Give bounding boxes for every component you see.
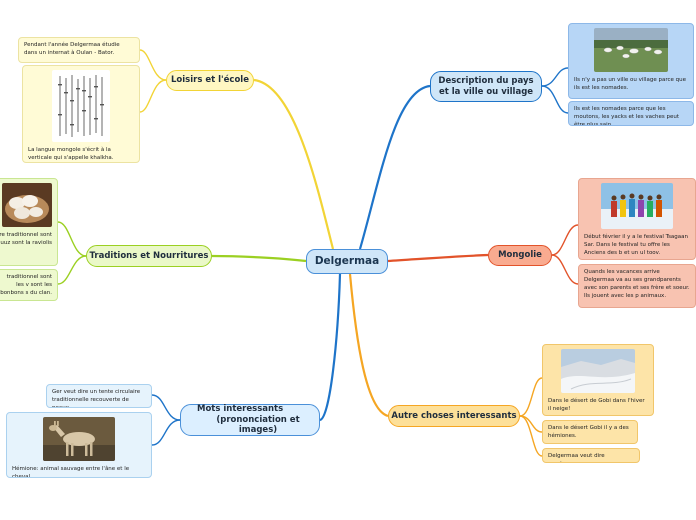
note-autre-gracieuse-text: Delgermaa veut dire gracieuse.: [548, 453, 605, 462]
connector-root-traditions: [211, 254, 307, 263]
connector-root-autre: [348, 273, 389, 418]
topic-traditions[interactable]: Traditions et Nourritures: [86, 245, 212, 267]
steppe-gers-image: [594, 28, 668, 72]
note-loisirs-internat-text: Pendant l'année Delgermaa étudie dans un…: [24, 42, 120, 56]
connector-mongolie-note1: [551, 224, 579, 256]
connector-autre-note1: [519, 377, 543, 417]
note-mongolie-tsagaan-sar-text: Début février il y a le festival Tsagaan…: [584, 234, 689, 256]
note-mots-hemione[interactable]: Hémione: animal sauvage entre l'âne et l…: [6, 412, 152, 478]
note-loisirs-khalkha-text: La langue mongole s'écrit à la verticale…: [28, 147, 114, 161]
topic-mongolie[interactable]: Mongolie: [488, 245, 552, 266]
connector-root-loisirs: [253, 78, 335, 250]
root-topic[interactable]: Delgermaa: [306, 249, 388, 274]
connector-mongolie-note2: [551, 254, 579, 285]
topic-mongolie-label: Mongolie: [498, 250, 542, 261]
festival-group-image: [601, 183, 673, 229]
topic-loisirs[interactable]: Loisirs et l'école: [166, 70, 254, 91]
note-autre-hemiones-text: Dans le désert Gobi il y a des hémiones.: [548, 425, 629, 439]
note-mots-hemione-text: Hémione: animal sauvage entre l'âne et l…: [12, 466, 130, 478]
note-description-nomades-text: Ils n'y a pas un ville ou village parce …: [574, 77, 687, 91]
connector-traditions-note2: [57, 255, 87, 285]
root-topic-label: Delgermaa: [314, 254, 380, 267]
note-traditions-clan[interactable]: traditionnel sont les v sont les bonbons…: [0, 269, 58, 301]
connector-root-description: [358, 84, 431, 250]
topic-mots-label-line1: Mots interessants: [197, 404, 284, 415]
connector-autre-note2: [519, 415, 543, 433]
note-autre-neige-text: Dans le désert de Gobi dans l'hiver il n…: [548, 398, 645, 412]
note-mongolie-vacances-text: Quands les vacances arrive Delgermaa va …: [584, 269, 690, 299]
note-mots-ger[interactable]: Ger veut dire un tente circulaire tradit…: [46, 384, 152, 408]
note-autre-gracieuse[interactable]: Delgermaa veut dire gracieuse.: [542, 448, 640, 463]
hemione-image: [43, 417, 115, 461]
topic-autre-label: Autre choses interessants: [391, 410, 517, 421]
note-traditions-food-text: re traditionnel sont uuz sont la ravioli…: [0, 232, 52, 246]
connector-traditions-note1: [57, 221, 87, 257]
connector-description-note1: [541, 67, 569, 87]
note-loisirs-khalkha[interactable]: La langue mongole s'écrit à la verticale…: [22, 65, 140, 163]
topic-description-label-line1: Description du pays: [438, 75, 534, 86]
connector-mots-note2: [151, 419, 181, 446]
note-description-nomades[interactable]: Ils n'y a pas un ville ou village parce …: [568, 23, 694, 99]
note-autre-hemiones[interactable]: Dans le désert Gobi il y a des hémiones.: [542, 420, 638, 444]
connector-mots-note1: [151, 394, 181, 421]
note-autre-neige[interactable]: Dans le désert de Gobi dans l'hiver il n…: [542, 344, 654, 416]
connector-description-note2: [541, 85, 569, 114]
connector-root-mots: [319, 273, 342, 422]
mongolian-script-image: [52, 70, 110, 142]
connector-autre-note3: [519, 415, 543, 457]
note-traditions-food[interactable]: re traditionnel sont uuz sont la ravioli…: [0, 178, 58, 266]
topic-description[interactable]: Description du pays et la ville ou villa…: [430, 71, 542, 102]
note-description-animaux[interactable]: Ils est les nomades parce que les mouton…: [568, 101, 694, 126]
topic-autre[interactable]: Autre choses interessants: [388, 405, 520, 427]
note-traditions-clan-text: traditionnel sont les v sont les bonbons…: [0, 274, 52, 296]
topic-traditions-label: Traditions et Nourritures: [89, 250, 209, 261]
topic-mots-label-line2: (prononciation et images): [216, 414, 300, 436]
note-description-animaux-text: Ils est les nomades parce que les mouton…: [574, 106, 680, 126]
connector-root-mongolie: [387, 253, 489, 263]
topic-description-label-line2: et la ville ou village: [438, 86, 534, 97]
gobi-snow-image: [561, 349, 635, 393]
note-mots-ger-text: Ger veut dire un tente circulaire tradit…: [52, 389, 141, 408]
connector-loisirs-note1: [139, 49, 167, 81]
note-loisirs-internat[interactable]: Pendant l'année Delgermaa étudie dans un…: [18, 37, 140, 63]
topic-mots[interactable]: Mots interessants (prononciation et imag…: [180, 404, 320, 436]
note-mongolie-vacances[interactable]: Quands les vacances arrive Delgermaa va …: [578, 264, 696, 308]
buuz-dumplings-image: [2, 183, 52, 227]
topic-loisirs-label: Loisirs et l'école: [171, 75, 249, 86]
note-mongolie-tsagaan-sar[interactable]: Début février il y a le festival Tsagaan…: [578, 178, 696, 260]
connector-loisirs-note2: [139, 79, 167, 113]
